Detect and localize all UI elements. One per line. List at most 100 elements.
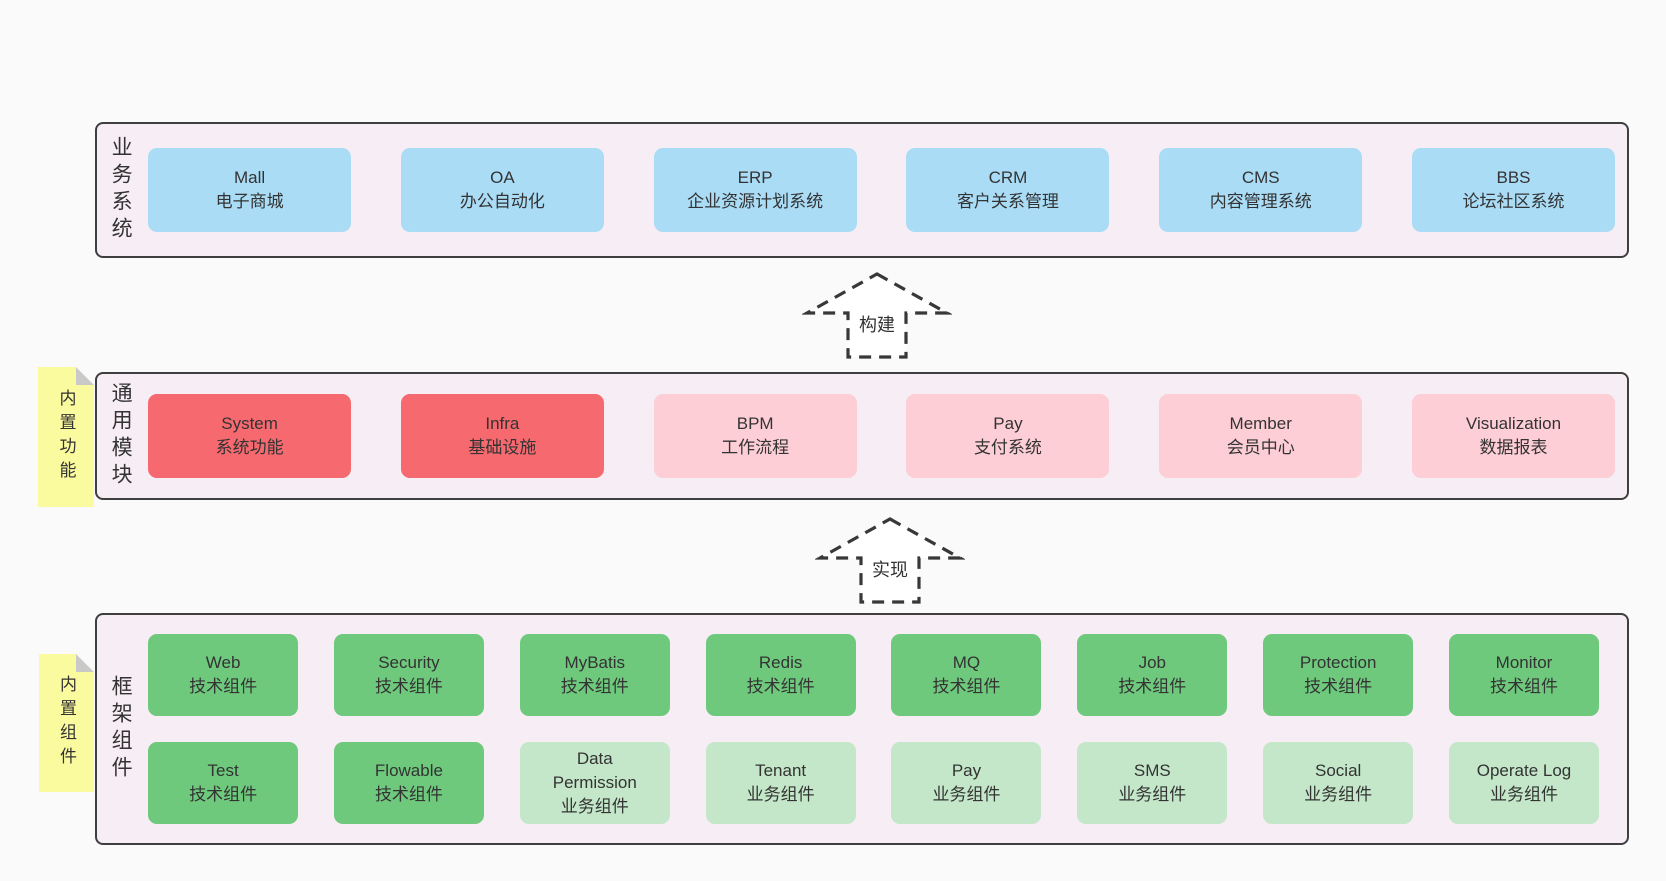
box-protection: Protection 技术组件 — [1263, 634, 1414, 716]
components-box-row-2: Test 技术组件 Flowable 技术组件 Data Permission … — [148, 742, 1599, 824]
business-box-row: Mall 电子商城 OA 办公自动化 ERP 企业资源计划系统 CRM 客户关系… — [132, 124, 1627, 256]
box-erp: ERP 企业资源计划系统 — [653, 148, 857, 232]
box-infra: Infra 基础设施 — [400, 394, 604, 478]
box-crm-zh: 客户关系管理 — [956, 192, 1059, 211]
box-data-permission-en: Data Permission — [552, 749, 637, 792]
box-mall-en: Mall — [234, 168, 266, 187]
box-system-zh: 系统功能 — [215, 438, 284, 457]
box-monitor-zh: 技术组件 — [1490, 677, 1558, 696]
box-job-zh: 技术组件 — [1118, 677, 1187, 696]
panel-components-side-label: 框架组件 — [109, 675, 133, 783]
arrow-build: 构建 — [802, 271, 952, 361]
sticky-built-in-features: 内置功能 — [38, 367, 94, 507]
box-job: Job 技术组件 — [1077, 634, 1228, 716]
box-monitor: Monitor 技术组件 — [1449, 634, 1599, 716]
box-sms-zh: 业务组件 — [1118, 785, 1187, 804]
sticky-built-in-features-label: 内置功能 — [56, 389, 76, 485]
panel-modules-side-label: 通用模块 — [109, 382, 133, 490]
arrow-implement-label: 实现 — [872, 560, 908, 580]
box-flowable-en: Flowable — [374, 761, 443, 780]
box-mybatis-zh: 技术组件 — [560, 677, 629, 696]
sticky-built-in-components: 内置组件 — [39, 654, 94, 792]
box-member-en: Member — [1229, 414, 1292, 433]
box-crm-en: CRM — [988, 168, 1028, 187]
block-arrow-up-icon — [815, 517, 965, 604]
box-mq-zh: 技术组件 — [932, 677, 1001, 696]
box-erp-en: ERP — [737, 168, 773, 187]
box-job-en: Job — [1138, 653, 1167, 672]
panel-business-systems: 业务系统 Mall 电子商城 OA 办公自动化 ERP 企业资源计划系统 CRM… — [95, 122, 1629, 258]
box-redis: Redis 技术组件 — [705, 634, 856, 716]
arrow-build-label: 构建 — [859, 315, 895, 335]
box-security-en: Security — [378, 653, 440, 672]
box-web-en: Web — [205, 653, 241, 672]
box-web-zh: 技术组件 — [189, 677, 258, 696]
box-social-zh: 业务组件 — [1304, 785, 1373, 804]
box-bpm-en: BPM — [736, 414, 774, 433]
box-sms-en: SMS — [1133, 761, 1171, 780]
box-protection-zh: 技术组件 — [1304, 677, 1373, 696]
box-cms-en: CMS — [1241, 168, 1280, 187]
components-box-row-1: Web 技术组件 Security 技术组件 MyBatis 技术组件 Redi… — [148, 634, 1599, 716]
box-pay-module-en: Pay — [993, 414, 1023, 433]
modules-box-row: System 系统功能 Infra 基础设施 BPM 工作流程 Pay 支付系统… — [132, 374, 1627, 498]
box-pay-module-zh: 支付系统 — [973, 438, 1042, 457]
box-security-zh: 技术组件 — [374, 677, 443, 696]
sticky-built-in-components-label: 内置组件 — [57, 675, 76, 771]
box-tenant: Tenant 业务组件 — [705, 742, 856, 824]
box-erp-zh: 企业资源计划系统 — [687, 192, 824, 211]
box-bpm: BPM 工作流程 — [653, 394, 857, 478]
box-operate-log-zh: 业务组件 — [1490, 785, 1558, 804]
box-mq: MQ 技术组件 — [891, 634, 1042, 716]
box-crm: CRM 客户关系管理 — [906, 148, 1110, 232]
box-pay-component-en: Pay — [951, 761, 982, 780]
box-member: Member 会员中心 — [1159, 394, 1363, 478]
box-test: Test 技术组件 — [148, 742, 299, 824]
box-mall-zh: 电子商城 — [215, 192, 284, 211]
box-oa-en: OA — [490, 168, 515, 187]
box-web: Web 技术组件 — [148, 634, 299, 716]
box-flowable: Flowable 技术组件 — [333, 742, 484, 824]
box-monitor-en: Monitor — [1495, 653, 1553, 672]
box-flowable-zh: 技术组件 — [374, 785, 443, 804]
box-system: System 系统功能 — [148, 394, 352, 478]
box-redis-zh: 技术组件 — [746, 677, 815, 696]
box-mq-en: MQ — [952, 653, 981, 672]
box-mybatis-en: MyBatis — [564, 653, 626, 672]
box-visualization-zh: 数据报表 — [1479, 438, 1548, 457]
box-operate-log-en: Operate Log — [1476, 761, 1572, 780]
folded-corner-icon — [76, 654, 94, 672]
components-rows: Web 技术组件 Security 技术组件 MyBatis 技术组件 Redi… — [132, 615, 1627, 843]
arrow-implement: 实现 — [815, 516, 965, 606]
panel-common-modules: 通用模块 System 系统功能 Infra 基础设施 BPM 工作流程 Pay… — [95, 372, 1629, 500]
box-social-en: Social — [1315, 761, 1362, 780]
box-tenant-en: Tenant — [755, 761, 807, 780]
box-test-zh: 技术组件 — [189, 785, 258, 804]
box-infra-zh: 基础设施 — [468, 438, 537, 457]
box-sms: SMS 业务组件 — [1077, 742, 1228, 824]
box-infra-en: Infra — [485, 414, 520, 433]
box-oa: OA 办公自动化 — [400, 148, 604, 232]
box-member-zh: 会员中心 — [1226, 438, 1295, 457]
folded-corner-icon — [76, 367, 94, 385]
box-bbs-en: BBS — [1496, 168, 1531, 187]
box-oa-zh: 办公自动化 — [459, 192, 545, 211]
box-bpm-zh: 工作流程 — [721, 438, 790, 457]
box-protection-en: Protection — [1299, 653, 1377, 672]
panel-framework-components: 框架组件 Web 技术组件 Security 技术组件 MyBatis 技术组件… — [95, 613, 1629, 845]
box-tenant-zh: 业务组件 — [746, 785, 815, 804]
panel-business-side-label: 业务系统 — [109, 136, 133, 244]
box-security: Security 技术组件 — [333, 634, 484, 716]
box-bbs: BBS 论坛社区系统 — [1412, 148, 1615, 232]
box-social: Social 业务组件 — [1263, 742, 1414, 824]
box-test-en: Test — [207, 761, 239, 780]
box-bbs-zh: 论坛社区系统 — [1462, 192, 1565, 211]
box-pay-component: Pay 业务组件 — [891, 742, 1042, 824]
box-cms: CMS 内容管理系统 — [1159, 148, 1363, 232]
box-system-en: System — [221, 414, 278, 433]
box-visualization-en: Visualization — [1465, 414, 1562, 433]
box-mall: Mall 电子商城 — [148, 148, 352, 232]
box-pay-component-zh: 业务组件 — [932, 785, 1001, 804]
box-mybatis: MyBatis 技术组件 — [519, 634, 670, 716]
box-redis-en: Redis — [758, 653, 803, 672]
